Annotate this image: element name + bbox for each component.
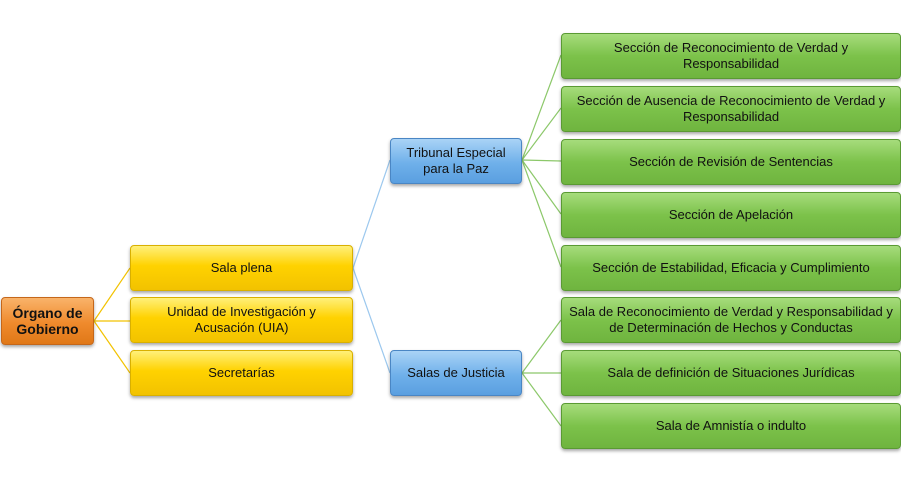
- link-salas-a3: [521, 372, 562, 427]
- node-sala-definicion: Sala de definición de Situaciones Jurídi…: [561, 350, 901, 396]
- node-secretarias-label: Secretarías: [208, 365, 275, 380]
- node-seccion-reconocimiento-label: Sección de Reconocimiento de Verdad y Re…: [613, 40, 849, 71]
- node-secretarias: Secretarías: [130, 350, 353, 396]
- root-node: Órgano de Gobierno: [1, 297, 94, 345]
- node-salas-justicia: Salas de Justicia: [390, 350, 522, 396]
- link-tribunal-s3: [521, 159, 562, 162]
- node-tribunal-label: Tribunal Especial para la Paz: [406, 145, 506, 176]
- link-salas-a1: [521, 319, 562, 374]
- node-seccion-apelacion: Sección de Apelación: [561, 192, 901, 238]
- link-tribunal-s4: [521, 159, 562, 215]
- node-sala-reconocimiento-label: Sala de Reconocimiento de Verdad y Respo…: [569, 304, 893, 335]
- link-tribunal-s2: [521, 107, 562, 161]
- node-sala-reconocimiento: Sala de Reconocimiento de Verdad y Respo…: [561, 297, 901, 343]
- node-salas-justicia-label: Salas de Justicia: [407, 365, 505, 380]
- node-seccion-estabilidad: Sección de Estabilidad, Eficacia y Cumpl…: [561, 245, 901, 291]
- node-sala-plena-label: Sala plena: [210, 260, 273, 275]
- node-uia-label: Unidad de Investigación y Acusación (UIA…: [167, 304, 316, 335]
- node-sala-plena: Sala plena: [130, 245, 353, 291]
- node-sala-amnistia: Sala de Amnistía o indulto: [561, 403, 901, 449]
- link-salaplena-tribunal: [352, 159, 391, 269]
- node-seccion-revision-label: Sección de Revisión de Sentencias: [629, 154, 833, 169]
- node-seccion-ausencia: Sección de Ausencia de Reconocimiento de…: [561, 86, 901, 132]
- node-seccion-apelacion-label: Sección de Apelación: [668, 207, 794, 222]
- link-tribunal-s1: [521, 54, 562, 161]
- node-sala-amnistia-label: Sala de Amnistía o indulto: [655, 418, 807, 433]
- link-root-sala-plena: [93, 267, 131, 322]
- link-salaplena-salas: [352, 267, 391, 374]
- node-tribunal: Tribunal Especial para la Paz: [390, 138, 522, 184]
- node-seccion-reconocimiento: Sección de Reconocimiento de Verdad y Re…: [561, 33, 901, 79]
- root-node-label: Órgano de Gobierno: [12, 305, 83, 337]
- node-seccion-estabilidad-label: Sección de Estabilidad, Eficacia y Cumpl…: [592, 260, 870, 275]
- node-sala-definicion-label: Sala de definición de Situaciones Jurídi…: [607, 365, 855, 380]
- node-seccion-ausencia-label: Sección de Ausencia de Reconocimiento de…: [576, 93, 886, 124]
- node-seccion-revision: Sección de Revisión de Sentencias: [561, 139, 901, 185]
- link-root-secretarias: [93, 320, 131, 374]
- link-tribunal-s5: [521, 159, 562, 268]
- node-uia: Unidad de Investigación y Acusación (UIA…: [130, 297, 353, 343]
